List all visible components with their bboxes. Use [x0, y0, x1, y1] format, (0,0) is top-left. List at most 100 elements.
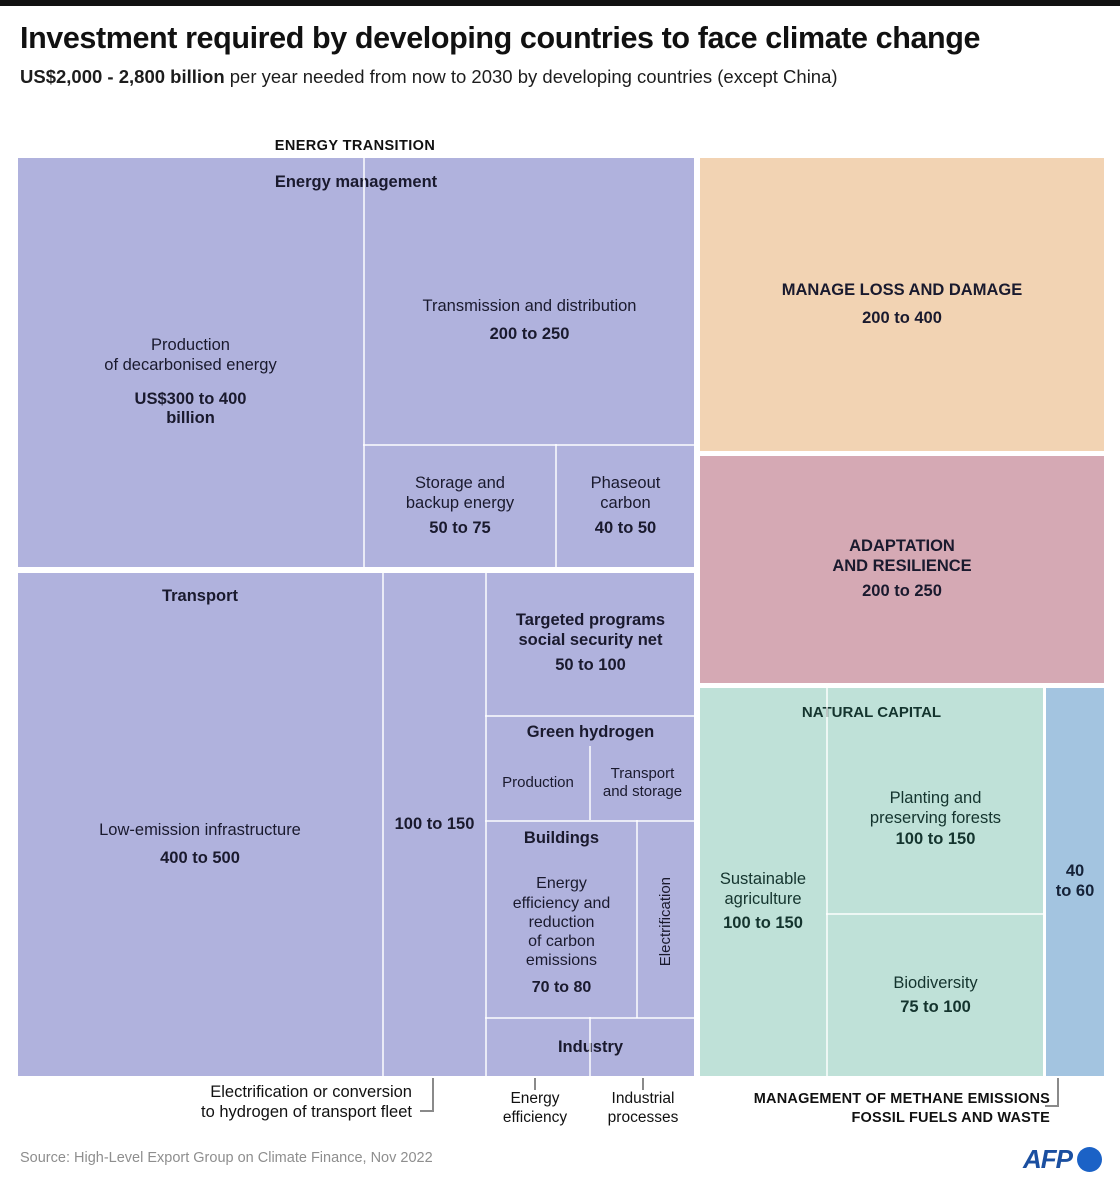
separator: [363, 158, 365, 567]
buildings-label: Buildings: [523, 829, 600, 848]
subtitle-amount: US$2,000 - 2,800 billion: [20, 66, 225, 87]
cell-green-hydrogen-transport-storage[interactable]: Transport and storage: [591, 748, 694, 818]
separator: [555, 444, 557, 567]
phaseout-name-l1: Phaseout: [590, 473, 661, 492]
category-label-energy-transition: ENERGY TRANSITION: [274, 138, 436, 154]
cell-planting-preserving-forests[interactable]: Planting and preserving forests 100 to 1…: [828, 726, 1043, 913]
separator: [589, 1017, 591, 1076]
cell-transport-fleet[interactable]: 100 to 150: [384, 573, 485, 1076]
targeted-name-l1: Targeted programs: [515, 610, 666, 629]
buildings-name-l3: reduction: [528, 913, 595, 931]
transmission-name: Transmission and distribution: [422, 297, 637, 316]
low-emission-name: Low-emission infrastructure: [99, 820, 301, 839]
separator: [485, 820, 694, 822]
adaptation-name-l2: AND RESILIENCE: [832, 556, 972, 575]
targeted-value: 50 to 100: [555, 656, 626, 675]
separator: [826, 688, 828, 1076]
cell-low-emission-infrastructure[interactable]: Low-emission infrastructure 400 to 500: [18, 613, 382, 1076]
production-value-l2: billion: [166, 409, 215, 428]
energy-management-label: Energy management: [274, 173, 438, 192]
callout-energy-efficiency: Energy efficiency: [480, 1090, 590, 1128]
sustainable-agriculture-name-l1: Sustainable: [719, 870, 807, 889]
separator: [382, 573, 384, 1076]
cell-natural-capital-heading: NATURAL CAPITAL: [700, 700, 1043, 726]
targeted-name-l2: social security net: [518, 630, 663, 649]
cell-natural-capital-group[interactable]: [700, 688, 1043, 1076]
biodiversity-name: Biodiversity: [893, 973, 978, 992]
transport-fleet-value: 100 to 150: [394, 814, 475, 833]
phaseout-value: 40 to 50: [594, 519, 657, 538]
storage-value: 50 to 75: [429, 519, 491, 538]
cell-sustainable-agriculture[interactable]: Sustainable agriculture 100 to 150: [700, 728, 826, 1076]
adaptation-name-l1: ADAPTATION: [849, 536, 955, 555]
cell-biodiversity[interactable]: Biodiversity 75 to 100: [828, 915, 1043, 1076]
subtitle-rest: per year needed from now to 2030 by deve…: [224, 66, 838, 87]
callout-methane-l2: FOSSIL FUELS AND WASTE: [851, 1109, 1050, 1126]
buildings-name-l5: emissions: [525, 952, 598, 970]
phaseout-name-l2: carbon: [600, 493, 651, 512]
forests-name-l1: Planting and: [889, 788, 982, 807]
green-hydrogen-label: Green hydrogen: [526, 723, 655, 742]
transport-label: Transport: [161, 587, 239, 606]
adaptation-value: 200 to 250: [862, 582, 942, 601]
cell-buildings-energy-efficiency[interactable]: Energy efficiency and reduction of carbo…: [487, 854, 636, 1018]
cell-manage-loss-and-damage[interactable]: MANAGE LOSS AND DAMAGE 200 to 400: [700, 158, 1104, 451]
cell-transmission-distribution[interactable]: Transmission and distribution 200 to 250: [365, 198, 694, 444]
cell-green-hydrogen-production[interactable]: Production: [487, 748, 589, 818]
buildings-name-l2: efficiency and: [512, 894, 611, 912]
leader-line-transport-fleet-elbow: [420, 1110, 434, 1112]
leader-line-transport-fleet: [432, 1078, 434, 1112]
leader-line-methane: [1057, 1078, 1059, 1107]
afp-logo-text: AFP: [1023, 1144, 1073, 1174]
cell-transport-heading: Transport: [18, 584, 382, 610]
separator: [826, 913, 1043, 915]
cell-green-hydrogen-heading: Green hydrogen: [487, 720, 694, 746]
separator: [363, 444, 694, 446]
row-gutter: [700, 451, 1104, 456]
callout-transport-fleet-l1: Electrification or conversion: [210, 1083, 412, 1101]
cell-buildings-heading: Buildings: [487, 826, 636, 852]
cell-targeted-programs[interactable]: Targeted programs social security net 50…: [487, 573, 694, 714]
cell-energy-management-group[interactable]: [18, 158, 694, 567]
leader-line-industrial-processes: [642, 1078, 644, 1090]
gh-transport-name-l1: Transport: [610, 765, 675, 782]
callout-transport-fleet-l2: to hydrogen of transport fleet: [201, 1103, 412, 1122]
cell-adaptation-and-resilience[interactable]: ADAPTATION AND RESILIENCE 200 to 250: [700, 456, 1104, 683]
callout-energy-efficiency-l1: Energy: [510, 1090, 560, 1107]
forests-value: 100 to 150: [895, 830, 976, 849]
low-emission-value: 400 to 500: [160, 848, 240, 867]
column-gutter: [694, 158, 700, 1076]
column-gutter: [1043, 688, 1046, 1076]
cell-methane-management[interactable]: 40 to 60: [1046, 688, 1104, 1076]
cell-storage-backup[interactable]: Storage and backup energy 50 to 75: [365, 446, 555, 567]
separator: [636, 820, 638, 1018]
cell-electrification[interactable]: Electrification: [638, 826, 694, 1018]
leader-line-energy-efficiency: [534, 1078, 536, 1090]
production-name-l2: of decarbonised energy: [104, 355, 277, 374]
callout-energy-efficiency-l2: efficiency: [502, 1108, 568, 1126]
source-note: Source: High-Level Export Group on Clima…: [20, 1150, 433, 1166]
storage-name-l2: backup energy: [405, 493, 515, 512]
electrification-name: Electrification: [657, 877, 674, 967]
cell-transport-group[interactable]: [18, 573, 694, 1076]
loss-damage-name: MANAGE LOSS AND DAMAGE: [781, 280, 1023, 299]
callout-transport-fleet: Electrification or conversion to hydroge…: [152, 1082, 412, 1122]
leader-line-methane-elbow: [1045, 1105, 1059, 1107]
callout-industrial-processes-l1: Industrial: [611, 1090, 675, 1107]
row-gutter: [700, 683, 1104, 688]
cell-phaseout-carbon[interactable]: Phaseout carbon 40 to 50: [557, 446, 694, 567]
gh-production-name: Production: [502, 774, 574, 791]
methane-value-l2: to 60: [1055, 882, 1095, 900]
cell-energy-management-heading: Energy management: [18, 170, 694, 196]
buildings-name-l1: Energy: [536, 875, 587, 893]
gh-transport-name-l2: and storage: [602, 783, 683, 800]
sustainable-agriculture-value: 100 to 150: [723, 913, 803, 932]
top-rule: [0, 0, 1120, 6]
afp-logo-dot-icon: [1077, 1147, 1102, 1172]
treemap-chart: Energy management Production of decarbon…: [18, 158, 1104, 1076]
production-name-l1: Production: [151, 335, 230, 354]
callout-methane: MANAGEMENT OF METHANE EMISSIONS FOSSIL F…: [700, 1090, 1050, 1128]
cell-production-decarbonised[interactable]: Production of decarbonised energy US$300…: [18, 198, 363, 567]
production-value-l1: US$300 to 400: [134, 389, 247, 408]
biodiversity-value: 75 to 100: [900, 997, 971, 1016]
